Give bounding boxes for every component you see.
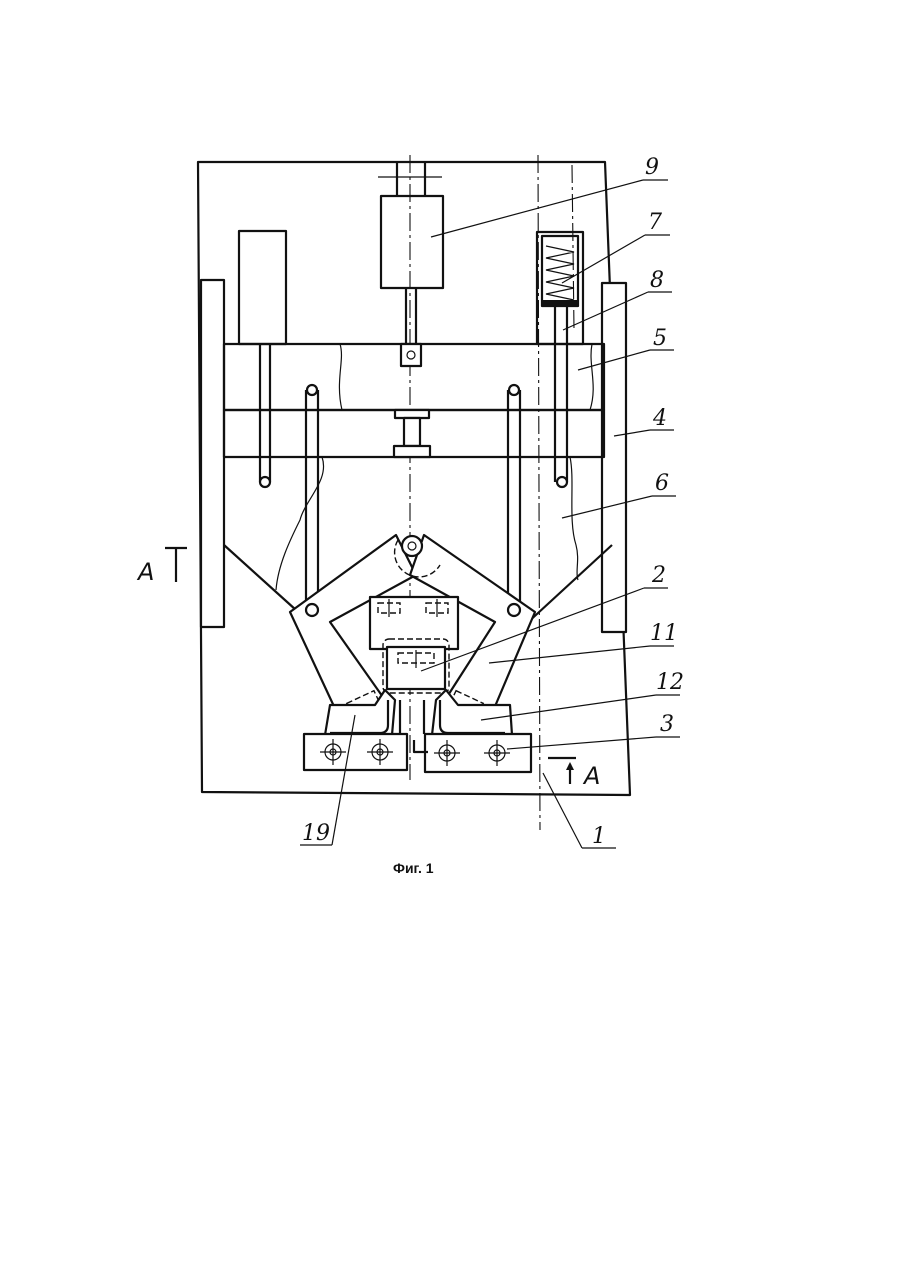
connector-bottom: [394, 446, 430, 457]
callout-9: 9: [645, 155, 659, 180]
callout-11: 11: [650, 621, 678, 646]
svg-text:A: A: [582, 762, 600, 790]
rod-8-pin: [557, 477, 567, 487]
body-slope-left: [224, 545, 296, 610]
right-guide-4: [602, 283, 626, 632]
callout-3: 3: [660, 712, 674, 737]
callout-6: 6: [655, 471, 669, 496]
spring-7: [546, 246, 574, 300]
callout-1: 1: [592, 824, 606, 849]
svg-text:A: A: [136, 558, 154, 586]
callout-8: 8: [650, 268, 664, 293]
jaw-block: [370, 597, 458, 649]
callout-2: 2: [651, 563, 666, 588]
cylinder-9: [381, 196, 443, 288]
callout-7: 7: [648, 210, 662, 235]
rod-clamp: [401, 344, 421, 366]
callout-12: 12: [656, 670, 684, 695]
figure-caption: Фиг. 1: [393, 860, 434, 876]
link-right-top-pin: [509, 385, 519, 395]
right-axis: [538, 155, 540, 830]
break-line-right: [570, 344, 593, 580]
right-lever-pivot: [508, 604, 520, 616]
section-marker-left: A: [136, 548, 187, 586]
section-marker-right: A: [548, 758, 600, 790]
left-lever-pivot: [306, 604, 318, 616]
left-post: [239, 231, 286, 344]
callout-19: 19: [302, 821, 330, 846]
spring-plate: [543, 300, 577, 306]
connector-top: [395, 410, 429, 418]
hinge-pin: [402, 536, 422, 556]
callout-4: 4: [652, 406, 667, 431]
link-left-top-pin: [307, 385, 317, 395]
callout-5: 5: [653, 326, 667, 351]
left-rod-pin: [260, 477, 270, 487]
connector-stem: [404, 418, 420, 446]
break-line-left: [276, 344, 342, 590]
left-guide: [201, 280, 224, 627]
body-slope-right: [525, 545, 612, 625]
